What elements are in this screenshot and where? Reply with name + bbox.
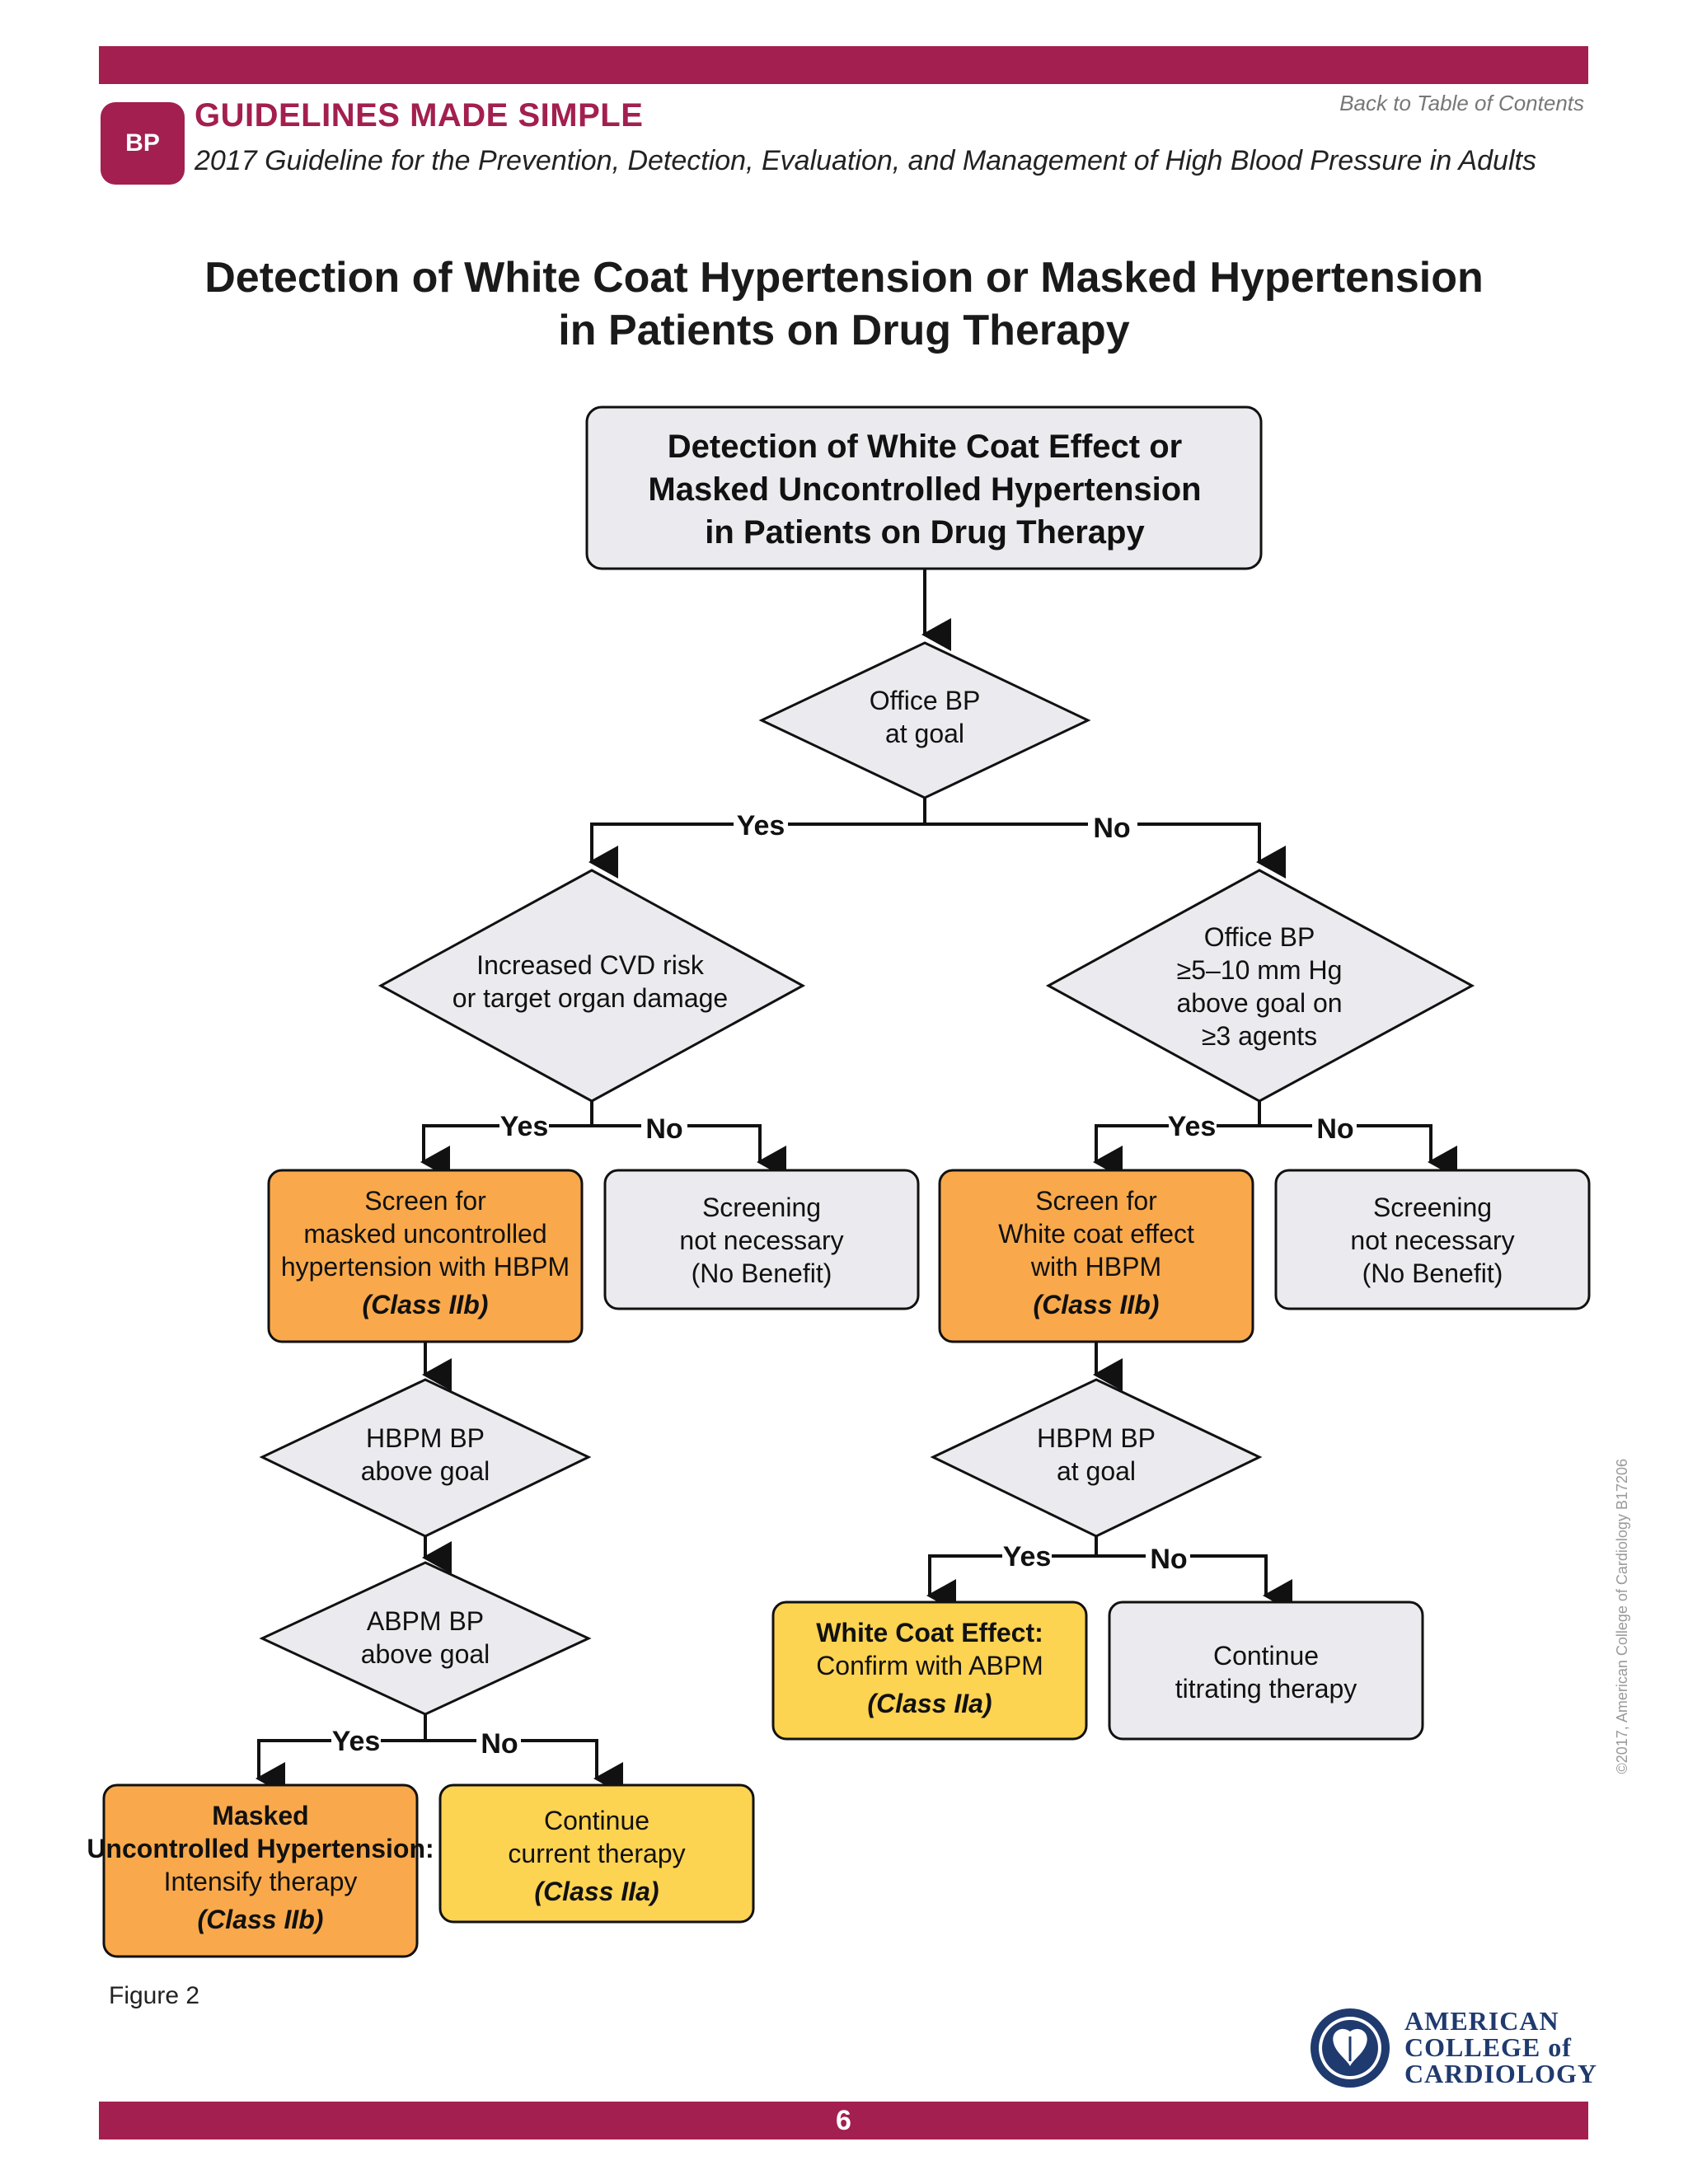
screening-left-line1: Screening (702, 1193, 821, 1222)
decision-abpm-line1: ABPM BP (367, 1606, 484, 1636)
page-title-line2: in Patients on Drug Therapy (558, 307, 1130, 354)
masked-result-class: (Class IIb) (198, 1905, 324, 1934)
masked-result-action: Intensify therapy (164, 1867, 358, 1896)
screening-right-line2: not necessary (1350, 1226, 1514, 1255)
screening-left-line2: not necessary (679, 1226, 843, 1255)
copyright-line: ©2017, American College of Cardiology B1… (1614, 1459, 1630, 1774)
label-no-office-bp: No (1093, 813, 1130, 844)
header-bar (99, 46, 1588, 84)
bp-badge: BP (101, 102, 185, 185)
connectors (256, 569, 1457, 1795)
screen-white-coat-line2: White coat effect (998, 1219, 1194, 1249)
continue-current-line1: Continue (544, 1806, 649, 1835)
start-box (585, 405, 1263, 570)
acc-wordmark: AMERICAN COLLEGE of CARDIOLOGY (1404, 2008, 1597, 2087)
decision-office-bp-line2: at goal (885, 719, 964, 748)
start-box-line3: in Patients on Drug Therapy (705, 514, 1145, 551)
screen-white-coat-line3: with HBPM (1030, 1252, 1161, 1282)
start-box-line1: Detection of White Coat Effect or (668, 429, 1182, 465)
screening-not-necessary-right-box (1274, 1169, 1591, 1310)
label-yes-office-bp: Yes (737, 810, 785, 841)
screen-masked-class: (Class IIb) (363, 1290, 489, 1319)
decision-office-bp-at-goal (758, 641, 1091, 799)
screen-masked-line1: Screen for (364, 1186, 486, 1216)
page-number: 6 (836, 2105, 851, 2136)
label-no-hbpm-at-goal: No (1150, 1544, 1187, 1575)
decision-office-above-line3: above goal on (1176, 988, 1342, 1018)
decision-hbpm-at-goal-line2: at goal (1057, 1456, 1136, 1486)
label-yes-office-above: Yes (1168, 1111, 1217, 1142)
copyright-text: ©2017, American College of Cardiology B1… (1614, 1459, 1631, 1805)
footer-bar: 6 (99, 2102, 1588, 2139)
screen-white-coat-line1: Screen for (1035, 1186, 1157, 1216)
continue-titrating-line2: titrating therapy (1175, 1674, 1357, 1704)
acc-line3: CARDIOLOGY (1404, 2059, 1598, 2088)
white-coat-result-box (771, 1601, 1088, 1741)
guideline-subtitle: 2017 Guideline for the Prevention, Detec… (195, 145, 1536, 176)
acc-seal-icon (1311, 2008, 1390, 2088)
white-coat-result-class: (Class IIa) (867, 1689, 992, 1718)
white-coat-result-action: Confirm with ABPM (816, 1651, 1043, 1680)
label-yes-cvd: Yes (500, 1111, 549, 1142)
guidelines-title: GUIDELINES MADE SIMPLE (195, 97, 644, 134)
masked-result-title-line1: Masked (212, 1801, 308, 1830)
screen-masked-line3: hypertension with HBPM (281, 1252, 570, 1282)
continue-current-line2: current therapy (508, 1839, 685, 1868)
decision-hbpm-at-goal-line1: HBPM BP (1037, 1423, 1156, 1453)
page-title: Detection of White Coat Hypertension or … (0, 251, 1688, 357)
screening-right-line1: Screening (1373, 1193, 1492, 1222)
label-no-cvd: No (645, 1113, 682, 1145)
decision-office-above-line4: ≥3 agents (1202, 1021, 1317, 1051)
decision-abpm-above-goal (259, 1561, 592, 1716)
decision-cvd-risk (377, 869, 806, 1103)
continue-titrating-line1: Continue (1213, 1641, 1319, 1671)
label-no-abpm: No (481, 1728, 518, 1760)
decision-hbpm-above-goal (259, 1378, 592, 1538)
start-box-line2: Masked Uncontrolled Hypertension (648, 471, 1201, 508)
decision-office-above-line2: ≥5–10 mm Hg (1177, 955, 1343, 985)
label-yes-abpm: Yes (332, 1726, 381, 1757)
screening-not-necessary-left-box (603, 1169, 920, 1310)
decision-office-bp-line1: Office BP (870, 686, 981, 715)
screen-masked-box (267, 1169, 584, 1343)
continue-current-class: (Class IIa) (534, 1877, 659, 1906)
continue-titrating-box (1108, 1601, 1424, 1741)
decision-cvd-line1: Increased CVD risk (476, 950, 705, 980)
masked-result-title-line2: Uncontrolled Hypertension: (87, 1834, 434, 1863)
back-to-toc-link[interactable]: Back to Table of Contents (1339, 91, 1584, 115)
decision-hbpm-at-goal (930, 1378, 1263, 1538)
screen-white-coat-box (938, 1169, 1254, 1343)
acc-line1: AMERICAN (1404, 2006, 1559, 2036)
screen-masked-line2: masked uncontrolled (303, 1219, 546, 1249)
page-title-line1: Detection of White Coat Hypertension or … (204, 254, 1484, 302)
continue-current-box (438, 1783, 755, 1924)
decision-hbpm-above-line1: HBPM BP (366, 1423, 485, 1453)
decision-hbpm-above-line2: above goal (361, 1456, 490, 1486)
decision-abpm-line2: above goal (361, 1639, 490, 1669)
label-yes-hbpm-at-goal: Yes (1003, 1541, 1052, 1572)
acc-line2: COLLEGE of (1404, 2032, 1572, 2062)
decision-office-above-line1: Office BP (1204, 922, 1315, 952)
decision-cvd-line2: or target organ damage (452, 983, 728, 1013)
figure-label: Figure 2 (109, 1982, 200, 2009)
decision-office-bp-above-goal (1045, 869, 1475, 1103)
screening-right-line3: (No Benefit) (1362, 1258, 1503, 1288)
screening-left-line3: (No Benefit) (692, 1258, 832, 1288)
screen-white-coat-class: (Class IIb) (1034, 1290, 1160, 1319)
white-coat-result-title: White Coat Effect: (816, 1618, 1043, 1647)
masked-result-box (102, 1783, 419, 1958)
label-no-office-above: No (1316, 1113, 1353, 1145)
